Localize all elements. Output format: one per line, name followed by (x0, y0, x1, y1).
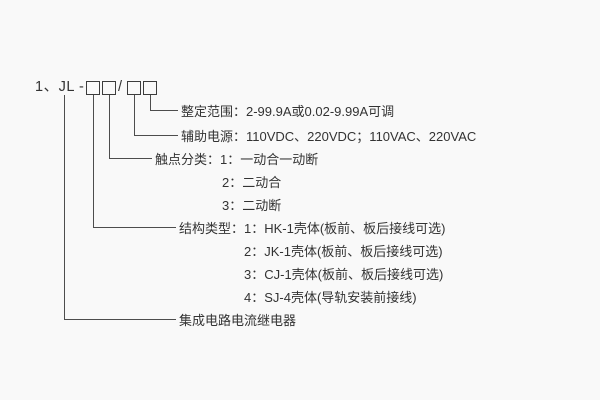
model-digit-box-aux-power (127, 81, 141, 95)
label-setting-range: 整定范围：2-99.9A或0.02-9.99A可调 (181, 104, 395, 119)
connector-structure-type (93, 95, 176, 228)
label-contact-item: 2：二动合 (222, 175, 282, 190)
label-structure-item: 2：JK-1壳体(板前、板后接线可选) (244, 244, 443, 259)
model-slash: / (118, 79, 123, 95)
connector-setting-range (150, 95, 178, 111)
label-contact-type: 触点分类：1：一动合一动断 (155, 152, 319, 167)
label-structure-item: 4：SJ-4壳体(导轨安装前接线) (244, 290, 417, 305)
model-dash: - (79, 79, 85, 95)
label-structure-item: 3：CJ-1壳体(板前、板后接线可选) (244, 267, 444, 282)
label-product-name: 集成电路电流继电器 (179, 313, 297, 328)
model-digit-box-setting-range (143, 81, 157, 95)
model-digit-box-structure-type (86, 81, 100, 95)
model-prefix: 1、JL (35, 79, 75, 95)
connector-contact-type (109, 95, 152, 159)
label-aux-power: 辅助电源：110VDC、220VDC；110VAC、220VAC (181, 129, 477, 144)
label-structure-type: 结构类型：1：HK-1壳体(板前、板后接线可选) (179, 221, 446, 236)
connector-aux-power (134, 95, 178, 136)
connector-product-name (64, 95, 176, 320)
label-contact-item: 3：二动断 (222, 198, 282, 213)
model-digit-box-contact-type (102, 81, 116, 95)
